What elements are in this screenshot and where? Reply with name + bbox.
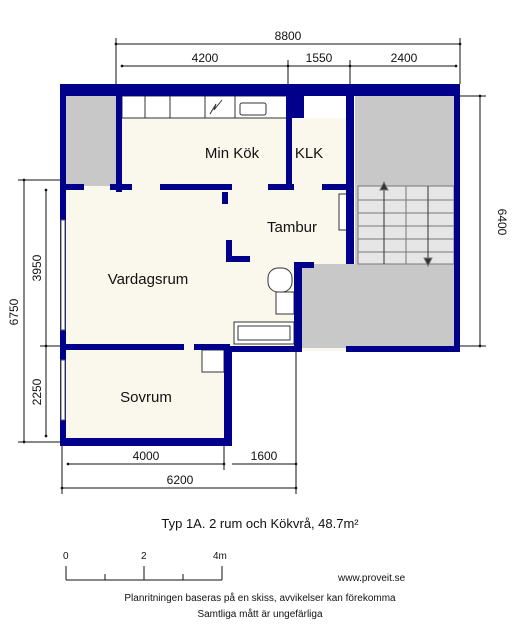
room-label-bedroom: Sovrum [120, 389, 172, 406]
dim-left-total: 6750 [7, 298, 21, 325]
dim-bottom-total: 6200 [167, 473, 194, 487]
dim-bottom-bedroom: 4000 [133, 449, 160, 463]
dim-total-width: 8800 [275, 29, 302, 43]
scale-label-2: 2 [141, 551, 147, 562]
scale-bar [65, 566, 223, 581]
dimension-lines [18, 38, 486, 494]
approx-note: Samtliga mått är ungefärliga [197, 609, 323, 620]
room-label-living: Vardagsrum [108, 271, 189, 288]
dim-bottom-bath: 1600 [251, 449, 278, 463]
kitchen-counter [121, 95, 289, 119]
dim-left-lower: 2250 [30, 378, 44, 405]
staircase [357, 180, 455, 268]
windows [60, 219, 66, 421]
room-label-hall: Tambur [267, 219, 317, 236]
dim-left-upper: 3950 [30, 254, 44, 281]
room-label-klk: KLK [295, 145, 323, 162]
dim-right-height: 6400 [495, 209, 509, 236]
scale-label-4: 4m [213, 551, 227, 562]
disclaimer-text: Planritningen baseras på en skiss, avvik… [124, 593, 396, 604]
scale-label-0: 0 [63, 551, 69, 562]
dim-top-right: 2400 [391, 51, 418, 65]
bathroom-fixtures [201, 193, 350, 373]
website-link[interactable]: www.proveit.se [338, 573, 406, 584]
plan-caption: Typ 1A. 2 rum och Kökvrå, 48.7m² [161, 516, 359, 531]
room-label-kitchen: Min Kök [205, 145, 260, 162]
dim-top-mid: 1550 [306, 51, 333, 65]
dim-top-left: 4200 [192, 51, 219, 65]
